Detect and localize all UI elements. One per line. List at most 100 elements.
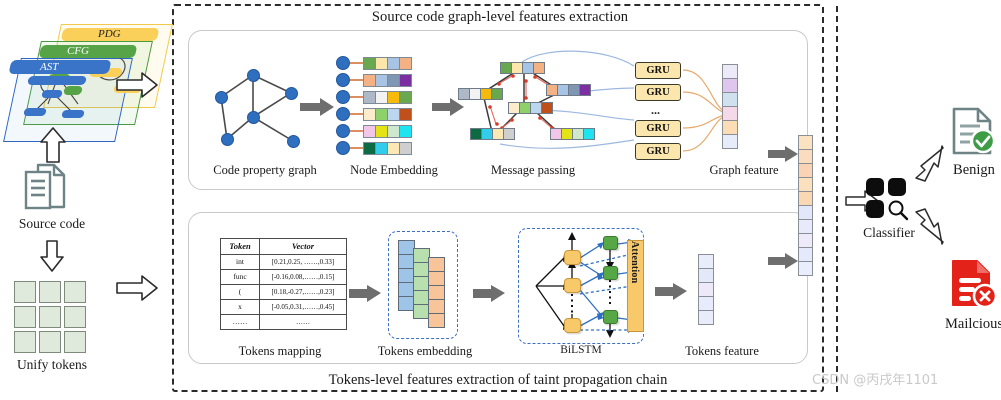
gru-box: GRU (635, 84, 681, 101)
embedding-row (336, 73, 412, 87)
embedding-vector (363, 141, 412, 155)
gru-box: GRU (635, 143, 681, 160)
embedding-node-icon (336, 90, 350, 104)
cell-token: x (220, 299, 260, 315)
tokens-embedding-group (388, 231, 458, 339)
benign-label: Benign (953, 162, 995, 178)
watermark: CSDN @丙戌年1101 (812, 373, 939, 388)
cpg-node (247, 69, 260, 82)
table-row: int [0.21,0.25, ……,0.33] (220, 254, 347, 270)
token-cell (14, 306, 36, 328)
feature-cell (722, 78, 738, 93)
pdg-label: PDG (98, 28, 121, 40)
embedding-to-message-arrow (432, 98, 464, 116)
graph-features-panel (188, 30, 808, 190)
cell-token: func (220, 269, 260, 285)
embedding-vector (363, 90, 412, 104)
fused-cell (798, 261, 813, 276)
token-cell (64, 331, 86, 353)
embedding-vector (363, 56, 412, 70)
feature-cell (698, 268, 714, 283)
embedding-vector (363, 124, 412, 138)
table-row: x [-0.05,0.31,……,0.45] (220, 299, 347, 315)
embedding-row (336, 107, 412, 121)
classifier-square (888, 178, 906, 196)
embedding-node-icon (336, 107, 350, 121)
classifier-label: Classifier (863, 225, 915, 240)
cfg-node-bar-2 (63, 86, 83, 95)
fused-cell (798, 149, 813, 164)
embedding-cell (428, 257, 445, 272)
fused-cell (798, 163, 813, 178)
embedding-node-icon (336, 73, 350, 87)
classifier-to-benign-arrow (912, 142, 950, 182)
fused-cell (798, 205, 813, 220)
attention-label: Attention (629, 241, 640, 284)
embedding-connector (350, 96, 363, 98)
token-cell (39, 306, 61, 328)
ast-node-bar-2 (41, 90, 63, 98)
bilstm-backward-cell (603, 236, 618, 250)
token-cell (64, 306, 86, 328)
unify-tokens-grid (14, 281, 86, 353)
node-embedding-group (336, 56, 456, 158)
source-code-label: Source code (18, 216, 86, 231)
ast-node-bar-4 (61, 110, 85, 118)
message-node-vector (546, 84, 591, 96)
cell-vector: [0.21,0.25, ……,0.33] (259, 254, 347, 270)
token-cell (14, 281, 36, 303)
embedding-row (336, 141, 412, 155)
cell-vector: [0.18,-0.27,……,0.23] (259, 284, 347, 300)
node-embedding-label: Node Embedding (350, 163, 438, 177)
cell-vector: …… (259, 314, 347, 330)
embedding-cell (428, 299, 445, 314)
fused-cell (798, 191, 813, 206)
benign-icon (950, 106, 996, 161)
classifier-icon[interactable] (866, 178, 910, 222)
embedding-node-icon (336, 124, 350, 138)
table-header-row: Token Vector (220, 238, 347, 255)
cell-token: int (220, 254, 260, 270)
cpg-node (247, 111, 260, 124)
embedding-row (336, 124, 412, 138)
feature-cell (722, 92, 738, 107)
fused-cell (798, 247, 813, 262)
embedding-cell (428, 285, 445, 300)
feature-cell (698, 282, 714, 297)
fused-cell (798, 219, 813, 234)
feature-cell (722, 134, 738, 149)
embedding-to-bilstm-arrow (473, 285, 505, 302)
bilstm-label: BiLSTM (560, 344, 602, 356)
embedding-connector (350, 79, 363, 81)
message-passing-group (456, 44, 636, 160)
embedding-connector (350, 62, 363, 64)
gru-ellipsis: ... (651, 103, 660, 117)
feature-cell (698, 296, 714, 311)
fused-cell (798, 177, 813, 192)
ast-node-bar-3 (23, 108, 47, 116)
fused-cell (798, 135, 813, 150)
cell-token: ( (220, 284, 260, 300)
source-code-icon (24, 162, 72, 217)
embedding-connector (350, 130, 363, 132)
classifier-square (866, 200, 884, 218)
feature-cell (722, 120, 738, 135)
token-cell (39, 331, 61, 353)
embedding-connector (350, 113, 363, 115)
gru-box: GRU (635, 62, 681, 79)
tokens-feature-label: Tokens feature (685, 344, 759, 358)
cpg-node (287, 135, 300, 148)
tokens-panel-title: Tokens-level features extraction of tain… (328, 372, 668, 388)
embedding-vector (363, 73, 412, 87)
table-row: func [-0.16,0.08,……,0.15] (220, 269, 347, 285)
message-node-vector (550, 128, 595, 140)
ast-label: AST (40, 61, 59, 73)
graph-feature-vector (722, 64, 738, 149)
pipeline-dashed-boundary (172, 4, 824, 392)
bilstm-backward-cell (603, 266, 618, 280)
fused-cell (798, 233, 813, 248)
malicious-label: Mailcious (945, 316, 1001, 332)
embedding-node-icon (336, 56, 350, 70)
message-node-vector (458, 88, 503, 100)
graph-panel-title: Source code graph-level features extract… (371, 9, 629, 25)
